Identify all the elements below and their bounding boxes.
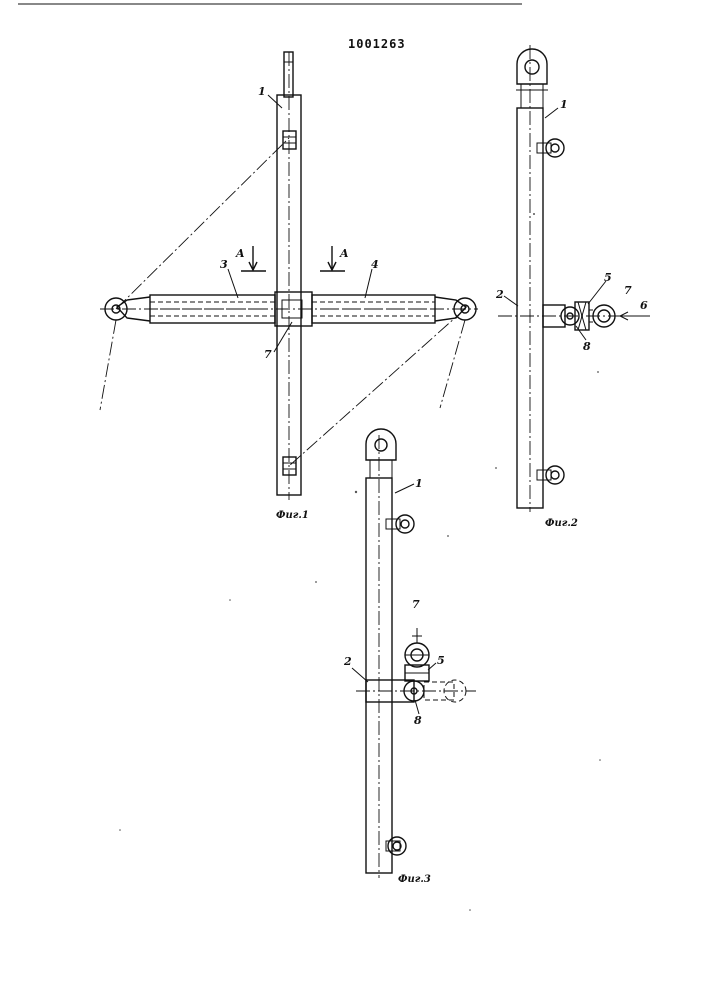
fig2-label-part8: 8: [583, 340, 591, 353]
fig3-label-part2: 2: [343, 655, 352, 668]
fig2-top-lug: [516, 49, 548, 108]
scan-noise: [119, 213, 601, 911]
fig1-upper-bolt: [283, 131, 296, 149]
fig3-raised-clamp: [405, 628, 429, 681]
fig3-lower-clamp: [386, 837, 406, 855]
fig2-leader-2: [504, 296, 518, 306]
fig2-leader-1: [545, 108, 558, 118]
fig1-left-eye: [105, 297, 150, 321]
figure-3: 1 2 7 5 8 Фиг.3: [343, 429, 476, 885]
fig1-stay-left-end: [100, 320, 116, 410]
fig2-label-part6: 6: [640, 299, 648, 312]
fig3-caption: Фиг.3: [398, 874, 431, 885]
fig2-leader-5: [588, 281, 606, 304]
fig1-label-section-a-right: A: [339, 247, 349, 260]
fig1-leader-1: [268, 95, 282, 108]
fig1-label-part7: 7: [264, 348, 272, 361]
fig3-label-part8: 8: [414, 714, 422, 727]
fig2-label-part1: 1: [560, 98, 568, 111]
fig2-upper-clamp: [537, 139, 564, 157]
patent-number: 1001263: [348, 37, 406, 51]
fig1-caption: Фиг.1: [276, 510, 309, 521]
fig2-lower-clamp: [537, 466, 564, 484]
fig3-label-part5: 5: [437, 654, 445, 667]
fig2-leader-8: [576, 326, 586, 340]
figure-2: 1 2 5 7 6 8 Фиг.2: [495, 45, 650, 529]
fig1-section-mark-left: [241, 246, 266, 271]
fig1-leader-3: [228, 269, 238, 298]
fig2-arrow-6: [620, 312, 650, 320]
fig2-label-part7: 7: [624, 284, 632, 297]
fig3-label-part7: 7: [412, 598, 420, 611]
fig1-label-part4: 4: [371, 258, 379, 271]
fig1-lower-bolt: [283, 457, 296, 475]
fig1-stay-right-end: [440, 320, 465, 408]
fig3-leader-8: [415, 700, 419, 714]
fig1-stay-upper: [116, 138, 289, 309]
fig3-leader-1: [395, 484, 414, 493]
fig1-leader-4: [365, 269, 372, 298]
fig2-label-part5: 5: [604, 271, 612, 284]
fig1-vertical-mast: [277, 52, 301, 500]
figure-1: 1 3 4 7 A A Фиг.1: [100, 52, 478, 521]
fig1-label-section-a-left: A: [235, 247, 245, 260]
fig3-top-lug: [366, 429, 396, 478]
fig3-upper-clamp: [386, 515, 414, 533]
fig1-label-part1: 1: [258, 85, 266, 98]
fig1-stay-lower: [289, 309, 465, 466]
fig2-label-part2: 2: [495, 288, 504, 301]
fig1-label-part3: 3: [220, 258, 228, 271]
fig2-caption: Фиг.2: [545, 518, 578, 529]
fig3-label-part1: 1: [415, 477, 423, 490]
